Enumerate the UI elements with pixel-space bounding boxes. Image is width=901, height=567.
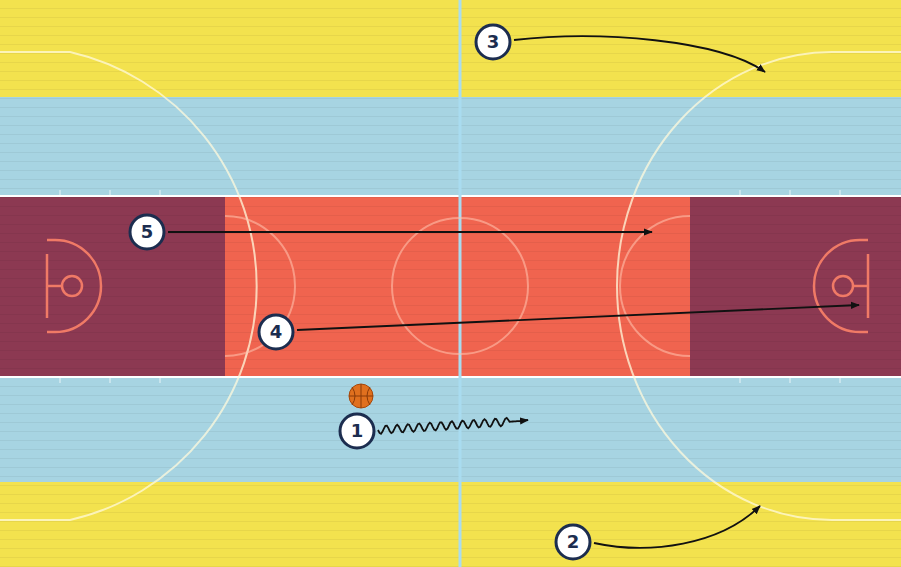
cut-arrow bbox=[514, 36, 765, 72]
lane-mark bbox=[789, 377, 791, 383]
lane-mark bbox=[109, 190, 111, 196]
player-marker: 2 bbox=[554, 523, 592, 561]
cut-arrow bbox=[297, 305, 859, 330]
dribble-arrow bbox=[378, 418, 528, 434]
lane-mark bbox=[159, 377, 161, 383]
basketball bbox=[349, 384, 373, 408]
lane-mark bbox=[739, 377, 741, 383]
lane-mark bbox=[59, 190, 61, 196]
ball bbox=[349, 384, 373, 408]
hoop-arm bbox=[853, 285, 868, 288]
lane-mark bbox=[739, 190, 741, 196]
player-marker: 4 bbox=[257, 313, 295, 351]
player-number: 3 bbox=[487, 33, 500, 51]
free-throw-arc bbox=[620, 216, 690, 356]
player-marker: 3 bbox=[474, 23, 512, 61]
band-edge bbox=[0, 195, 901, 197]
lane-mark bbox=[59, 377, 61, 383]
ball-seams bbox=[349, 384, 373, 408]
center-line bbox=[459, 0, 462, 567]
lane-mark bbox=[109, 377, 111, 383]
cut-arrow bbox=[594, 506, 760, 548]
three-point-line bbox=[0, 52, 257, 520]
player-number: 1 bbox=[351, 422, 364, 440]
center-circle bbox=[392, 218, 528, 354]
player-marker: 5 bbox=[128, 213, 166, 251]
player-number: 4 bbox=[270, 323, 283, 341]
hoop-arm bbox=[47, 285, 62, 288]
lane-mark bbox=[839, 377, 841, 383]
free-throw-arc bbox=[225, 216, 295, 356]
lane-mark bbox=[789, 190, 791, 196]
lane-mark bbox=[159, 190, 161, 196]
hoop bbox=[62, 276, 82, 296]
hoop bbox=[833, 276, 853, 296]
player-marker: 1 bbox=[338, 412, 376, 450]
player-number: 2 bbox=[567, 533, 580, 551]
restricted-arc bbox=[814, 240, 868, 332]
band-edge bbox=[0, 376, 901, 378]
three-point-line bbox=[617, 52, 901, 520]
lane-mark bbox=[839, 190, 841, 196]
cut-arrow bbox=[168, 231, 652, 233]
player-number: 5 bbox=[141, 223, 154, 241]
restricted-arc bbox=[47, 240, 101, 332]
